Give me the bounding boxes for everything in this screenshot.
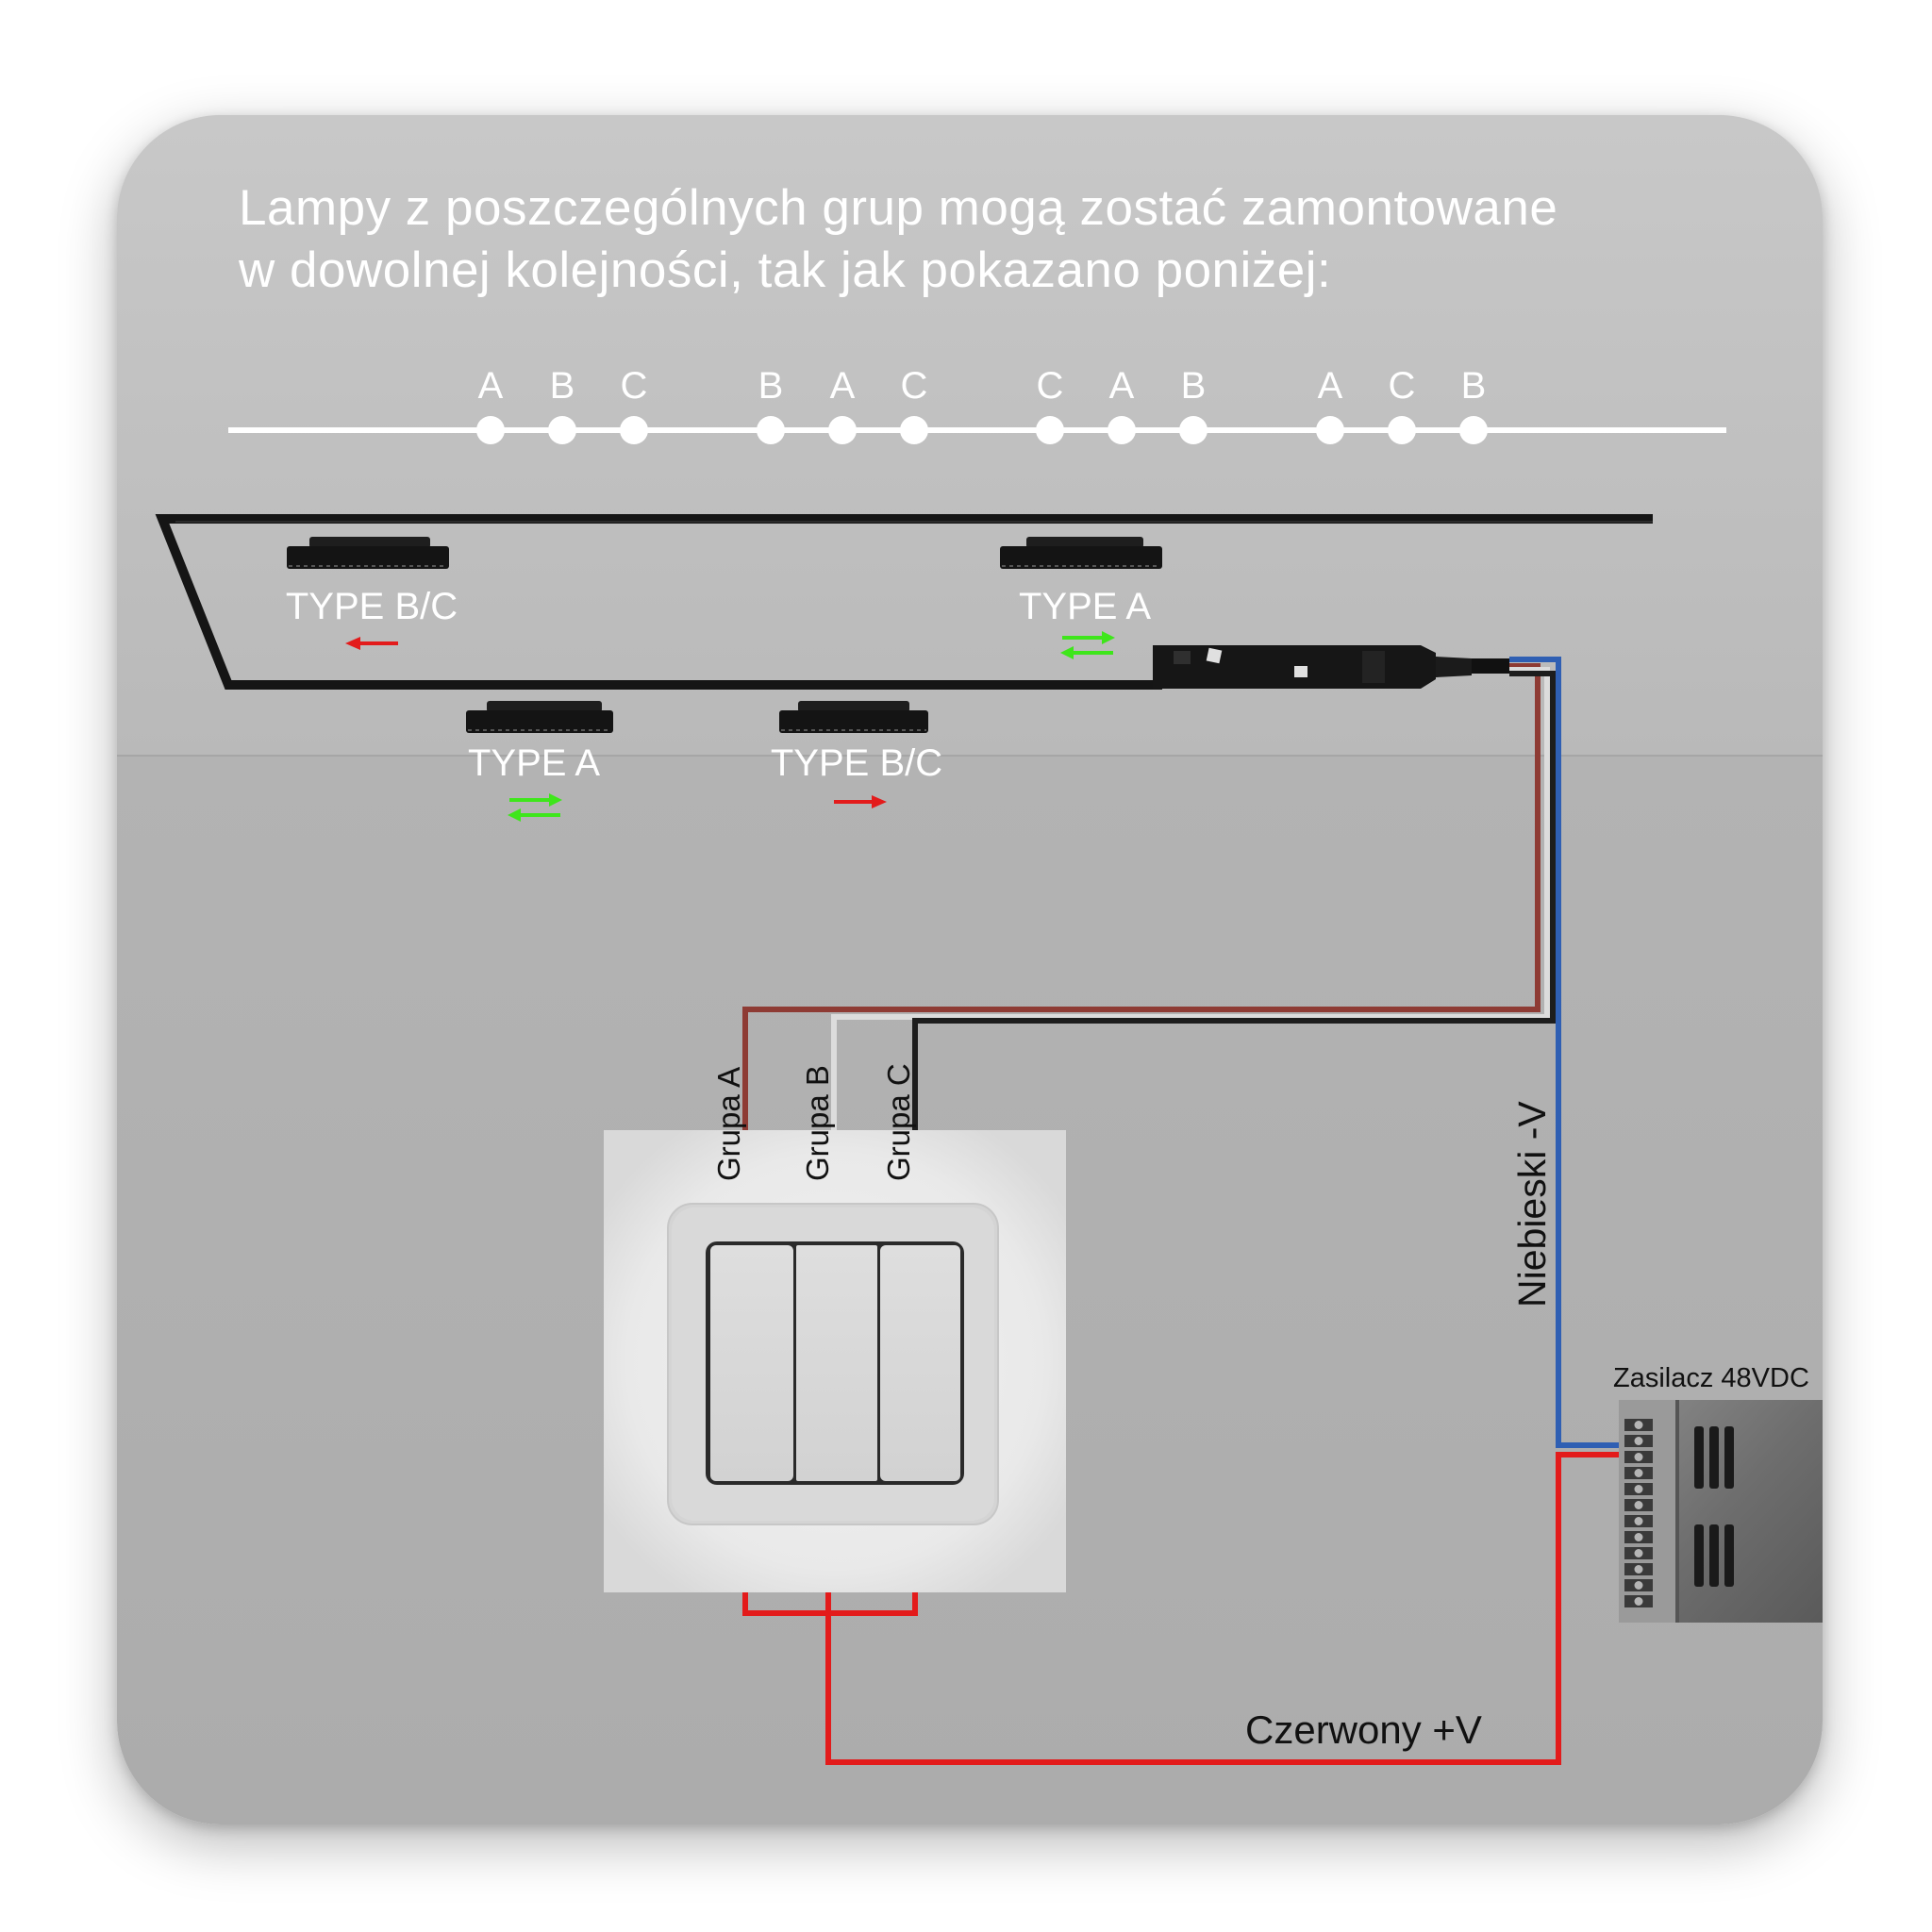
- triple-light-switch[interactable]: [667, 1203, 999, 1525]
- track-rail: [155, 514, 1653, 690]
- track-connector: [1153, 645, 1509, 689]
- sequence-letter: A: [1109, 365, 1135, 407]
- sequence-letter: A: [478, 365, 504, 407]
- terminal-screw-head: [1634, 1517, 1643, 1525]
- terminal-screw-head: [1634, 1533, 1643, 1541]
- sequence-letter: B: [550, 365, 575, 407]
- lamp-fixture: [1000, 537, 1162, 569]
- wire-white: [831, 667, 1550, 1196]
- sequence-dot: [548, 416, 576, 444]
- sequence-dot: [1388, 416, 1416, 444]
- lamp-label: TYPE A: [1019, 586, 1151, 627]
- terminal-screw-head: [1634, 1485, 1643, 1493]
- wire-brown: [742, 663, 1541, 1196]
- wire-blue: [1509, 657, 1630, 1448]
- wire-black: [912, 671, 1556, 1196]
- switch-group-label: Grupa B: [800, 1065, 835, 1181]
- lamp-label: TYPE A: [468, 742, 600, 784]
- sequence-dot: [476, 416, 505, 444]
- terminal-screw-head: [1634, 1581, 1643, 1590]
- wire-red-positive: [825, 1452, 1630, 1765]
- sequence-dot: [900, 416, 928, 444]
- lamp-fixture: [779, 701, 928, 733]
- power-supply-unit: [1619, 1400, 1823, 1623]
- switch-group-label: Grupa C: [881, 1063, 916, 1181]
- ceiling-area: [117, 115, 1823, 757]
- sequence-letter: B: [758, 365, 784, 407]
- arrow-right-red-icon: [834, 795, 887, 808]
- page-title: Lampy z poszczególnych grup mogą zostać …: [239, 177, 1710, 302]
- title-line-1: Lampy z poszczególnych grup mogą zostać …: [239, 180, 1558, 236]
- positive-wire-label: Czerwony +V: [1245, 1707, 1482, 1752]
- sequence-dot: [757, 416, 785, 444]
- sequence-dot: [620, 416, 648, 444]
- terminal-screw-head: [1634, 1421, 1643, 1429]
- switch-rocker-c[interactable]: [880, 1245, 960, 1481]
- arrow-left-red-icon: [345, 637, 398, 650]
- sequence-letter: A: [830, 365, 856, 407]
- sequence-dot: [1108, 416, 1136, 444]
- title-line-2: w dowolnej kolejności, tak jak pokazano …: [239, 242, 1332, 298]
- negative-wire-label: Niebieski -V: [1510, 1101, 1554, 1307]
- terminal-block: [1624, 1419, 1653, 1607]
- terminal-screw-head: [1634, 1469, 1643, 1477]
- lamp-label: TYPE B/C: [286, 586, 458, 627]
- lamp-fixture: [287, 537, 449, 569]
- switch-rocker-a[interactable]: [710, 1245, 793, 1481]
- switch-group-label: Grupa A: [711, 1067, 746, 1181]
- sequence-dot: [1459, 416, 1488, 444]
- power-supply-label: Zasilacz 48VDC: [1613, 1363, 1809, 1393]
- sequence-dot: [1036, 416, 1064, 444]
- sequence-dot: [828, 416, 857, 444]
- arrow-double-green-icon: [1060, 631, 1115, 659]
- sequence-letter: B: [1461, 365, 1487, 407]
- sequence-letter: A: [1318, 365, 1343, 407]
- switch-rocker-b[interactable]: [796, 1245, 877, 1481]
- lamp-label: TYPE B/C: [771, 742, 942, 784]
- terminal-screw-head: [1634, 1437, 1643, 1445]
- sequence-letter: C: [1389, 365, 1416, 407]
- sequence-letter: B: [1181, 365, 1207, 407]
- terminal-screw-head: [1634, 1549, 1643, 1557]
- sequence-letter: C: [1037, 365, 1064, 407]
- lamp-fixture: [466, 701, 613, 733]
- sequence-letter: C: [901, 365, 928, 407]
- terminal-screw-head: [1634, 1597, 1643, 1606]
- sequence-letter: C: [621, 365, 648, 407]
- sequence-dot: [1316, 416, 1344, 444]
- sequence-dot: [1179, 416, 1208, 444]
- terminal-screw-head: [1634, 1565, 1643, 1574]
- terminal-screw-head: [1634, 1453, 1643, 1461]
- arrow-double-green-icon: [508, 793, 562, 822]
- terminal-screw-head: [1634, 1501, 1643, 1509]
